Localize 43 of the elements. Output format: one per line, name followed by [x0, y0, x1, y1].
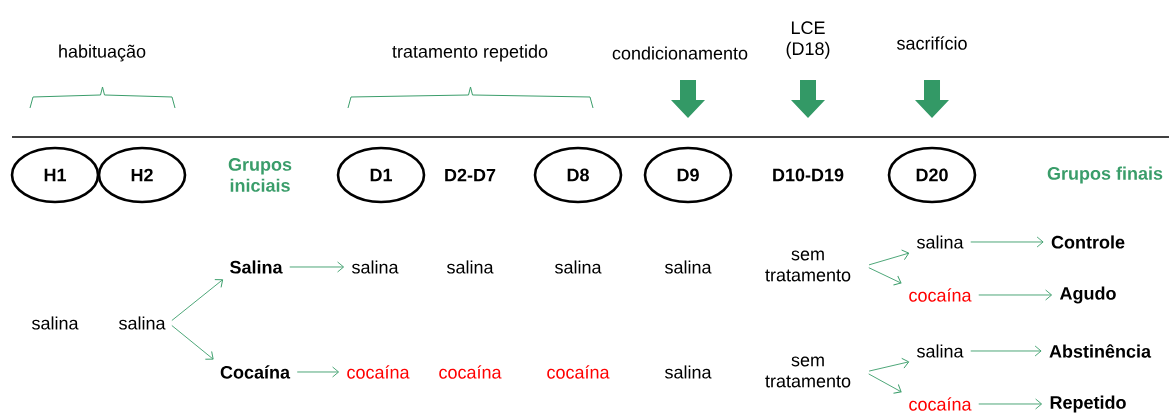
- group-label: Abstinência: [1049, 344, 1152, 358]
- treatment-label: sem tratamento: [765, 250, 851, 282]
- treatment-label: salina: [119, 316, 166, 330]
- stage-label: condicionamento: [612, 46, 748, 60]
- arrow: [970, 345, 1042, 357]
- stage-label: LCE (D18): [786, 21, 830, 59]
- treatment-label: cocaína: [909, 288, 972, 302]
- arrow: [868, 373, 902, 394]
- arrow: [171, 325, 214, 360]
- treatment-label: salina: [32, 316, 79, 330]
- arrow: [978, 289, 1053, 301]
- arrow: [171, 279, 224, 321]
- group-label: Salina: [230, 260, 283, 274]
- treatment-label: salina: [665, 365, 712, 379]
- group-heading: Grupos finais: [1047, 166, 1163, 184]
- arrow: [868, 267, 902, 286]
- arrow: [289, 261, 345, 273]
- treatment-label: salina: [917, 344, 964, 358]
- day-label: D2-D7: [445, 168, 496, 182]
- stage-label: habituação: [59, 44, 146, 62]
- treatment-label: cocaína: [547, 365, 610, 379]
- group-heading: Grupos iniciais: [228, 158, 292, 192]
- stage-label: sacrifício: [897, 36, 967, 50]
- treatment-label: cocaína: [347, 365, 410, 379]
- treatment-label: salina: [555, 260, 602, 274]
- arrow: [978, 398, 1043, 410]
- arrow: [296, 366, 340, 378]
- treatment-label: salina: [665, 260, 712, 274]
- treatment-label: salina: [917, 235, 964, 249]
- day-label: D10-D19: [773, 168, 844, 182]
- treatment-label: sem tratamento: [765, 356, 851, 388]
- stage-label: tratamento repetido: [392, 44, 548, 62]
- group-label: Repetido: [1050, 395, 1126, 413]
- group-label: Cocaína: [220, 365, 291, 379]
- treatment-label: cocaína: [439, 365, 502, 379]
- treatment-label: salina: [447, 260, 494, 274]
- group-label: Agudo: [1059, 286, 1116, 304]
- group-label: Controle: [1051, 235, 1125, 249]
- treatment-label: cocaína: [909, 397, 972, 411]
- arrow: [970, 236, 1044, 248]
- treatment-label: salina: [352, 260, 399, 274]
- arrow: [868, 357, 910, 372]
- arrow: [868, 249, 910, 266]
